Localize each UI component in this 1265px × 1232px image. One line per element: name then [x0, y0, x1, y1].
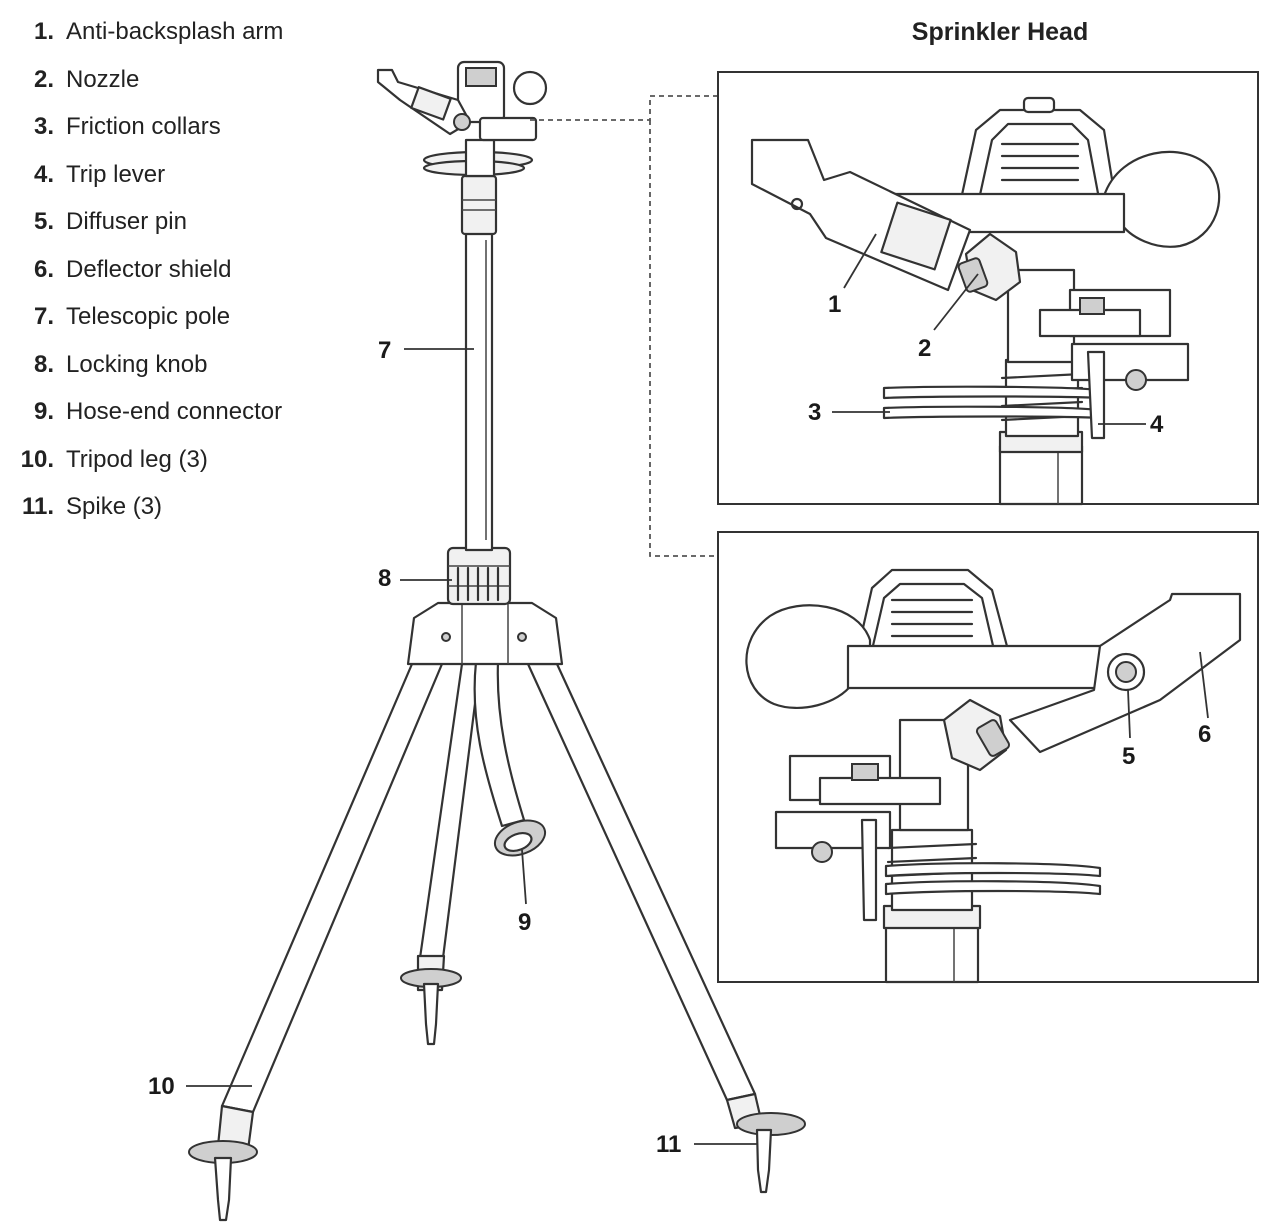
- part-number: 3.: [33, 113, 54, 140]
- part-label: Nozzle: [66, 65, 140, 93]
- part-number: 4.: [33, 160, 54, 188]
- callout-3: 3: [808, 399, 821, 426]
- callout-10: 10: [148, 1073, 175, 1100]
- part-number: 7.: [33, 303, 54, 330]
- part-label: Tripod leg (3): [66, 445, 208, 473]
- callout-7: 7: [378, 337, 391, 364]
- parts-list-item: 3. Friction collars: [10, 109, 340, 157]
- part-number: 9.: [33, 398, 54, 425]
- parts-list-item: 7. Telescopic pole: [10, 299, 340, 347]
- parts-list-item: 6. Deflector shield: [10, 252, 340, 300]
- part-label: Hose-end connector: [66, 398, 283, 425]
- tripod-hub: [406, 601, 564, 666]
- part-number: 11.: [21, 493, 54, 520]
- part-number: 5.: [33, 208, 54, 235]
- callout-11: 11: [656, 1131, 681, 1158]
- inset-title: Sprinkler Head: [911, 18, 1089, 46]
- callout-6: 6: [1198, 721, 1211, 748]
- nozzle: [957, 232, 1022, 302]
- callout-2: 2: [918, 335, 931, 362]
- tripod-leg: [188, 662, 444, 1222]
- part-number: 8.: [33, 350, 54, 378]
- diffuser-pin: [1106, 652, 1146, 692]
- part-label: Anti-backsplash arm: [66, 18, 284, 45]
- tripod-leg: [400, 662, 482, 1046]
- trip-lever: [1038, 288, 1190, 440]
- part-label: Deflector shield: [66, 255, 232, 283]
- callout-4: 4: [1150, 411, 1164, 438]
- parts-list-item: 10. Tripod leg (3): [10, 442, 340, 490]
- parts-list-item: 1. Anti-backsplash arm: [10, 14, 340, 62]
- part-number: 1.: [33, 18, 54, 45]
- part-label: Telescopic pole: [66, 303, 231, 330]
- parts-list-item: 11. Spike (3): [10, 489, 340, 537]
- part-label: Friction collars: [66, 113, 221, 140]
- part-label: Diffuser pin: [66, 208, 187, 235]
- tripod-assembly: [188, 60, 806, 1222]
- locking-knob: [446, 546, 512, 606]
- parts-list: 1. Anti-backsplash arm 2. Nozzle 3. Frictio…: [10, 14, 340, 537]
- parts-list-item: 8. Locking knob: [10, 347, 340, 395]
- parts-list-item: 9. Hose-end connector: [10, 394, 340, 442]
- parts-list-item: 4. Trip lever: [10, 157, 340, 205]
- parts-list-item: 2. Nozzle: [10, 62, 340, 110]
- inset-top: 1 2 3 4: [717, 71, 1259, 506]
- part-label: Spike (3): [66, 493, 163, 520]
- callout-1: 1: [828, 291, 841, 318]
- callout-9: 9: [518, 909, 531, 936]
- telescopic-pole: [460, 174, 498, 552]
- parts-list-item: 5. Diffuser pin: [10, 204, 340, 252]
- part-label: Trip lever: [66, 160, 166, 188]
- hose-tube: [473, 660, 526, 828]
- part-number: 10.: [20, 445, 54, 473]
- part-number: 2.: [33, 65, 54, 93]
- callout-8: 8: [378, 565, 391, 592]
- part-label: Locking knob: [66, 350, 208, 378]
- part-number: 6.: [33, 255, 54, 283]
- mini-sprinkler-head: [376, 60, 548, 178]
- callout-5: 5: [1122, 743, 1135, 770]
- inset-bottom: 5 6: [717, 531, 1259, 984]
- hose-end-connector: [493, 819, 547, 857]
